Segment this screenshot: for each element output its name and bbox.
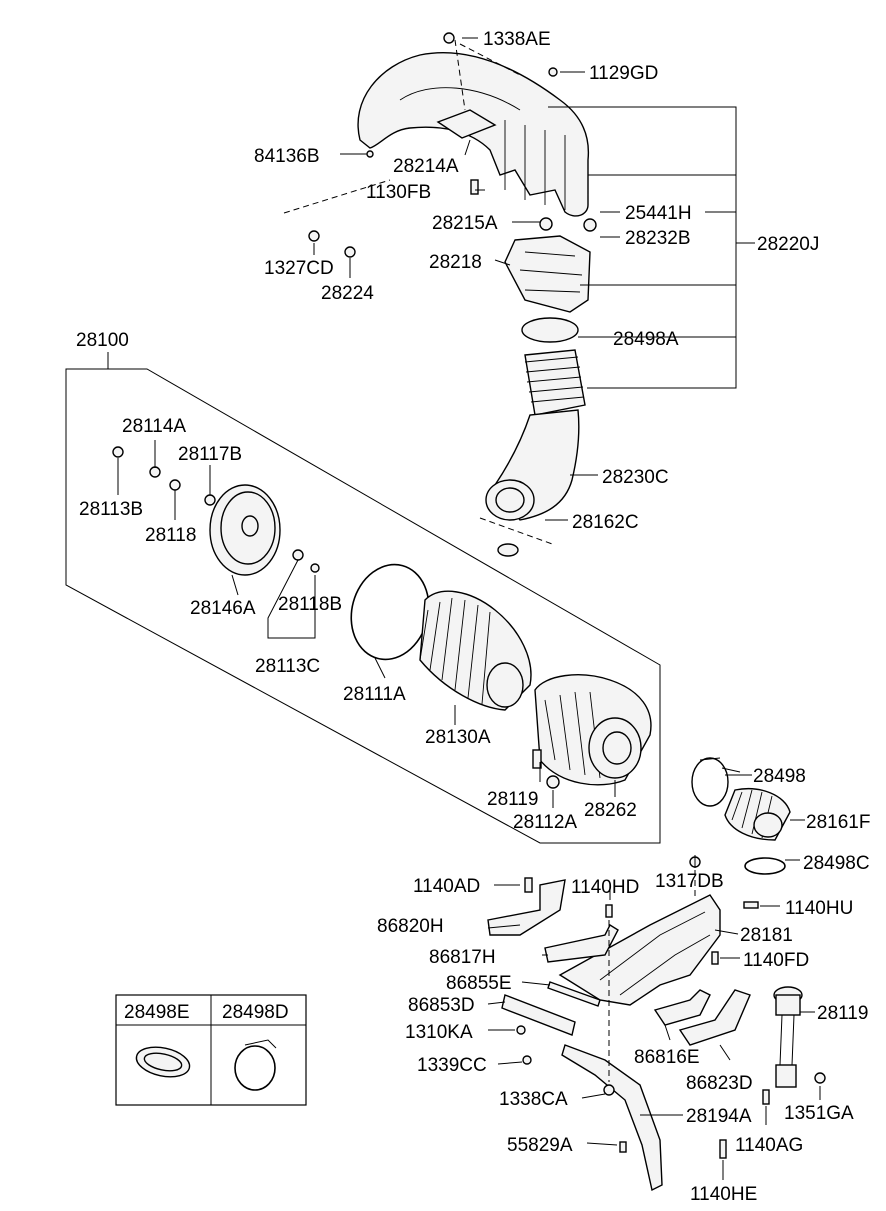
resonator-housing	[504, 235, 591, 313]
label-1140HD: 1140HD	[571, 877, 639, 898]
label-28232B: 28232B	[625, 228, 691, 249]
label-1140HU: 1140HU	[785, 898, 853, 919]
label-1129GD: 1129GD	[589, 63, 658, 84]
cover-28146A	[209, 484, 281, 576]
label-28220J: 28220J	[757, 234, 819, 255]
label-1130FB: 1130FB	[366, 182, 431, 203]
label-28215A: 28215A	[432, 213, 498, 234]
label-28214A: 28214A	[393, 156, 459, 177]
air-cleaner-body-28262	[534, 674, 652, 786]
label-28146A: 28146A	[190, 598, 256, 619]
bracket-86823D	[678, 989, 751, 1046]
filter-fasteners	[532, 749, 560, 789]
leader-lines-top	[313, 37, 755, 521]
label-28130A: 28130A	[425, 727, 491, 748]
label-86853D: 86853D	[408, 995, 475, 1016]
elbow-28230C	[485, 409, 580, 521]
clamp-28498D	[234, 1039, 277, 1091]
filter-element-28130A	[419, 590, 532, 711]
hose-28161F	[724, 788, 791, 841]
label-86823D: 86823D	[686, 1073, 753, 1094]
air-intake-duct	[357, 52, 590, 217]
label-28218: 28218	[429, 252, 482, 273]
label-1140FD: 1140FD	[743, 950, 809, 971]
label-1317DB: 1317DB	[655, 871, 724, 892]
label-28118B: 28118B	[278, 594, 342, 615]
label-28498E: 28498E	[124, 1002, 190, 1023]
label-28181: 28181	[740, 925, 793, 946]
label-28100: 28100	[76, 330, 129, 351]
label-84136B: 84136B	[254, 146, 320, 167]
label-28498A: 28498A	[613, 329, 679, 350]
label-28118: 28118	[145, 525, 196, 546]
label-1327CD: 1327CD	[264, 258, 334, 279]
label-1339CC: 1339CC	[417, 1055, 487, 1076]
bellows-hose	[524, 349, 586, 416]
label-1140AG: 1140AG	[735, 1135, 803, 1156]
air-cleaner-outline	[65, 352, 661, 844]
label-28113C: 28113C	[255, 656, 320, 677]
label-28498C: 28498C	[803, 853, 870, 874]
sensor-28119	[773, 986, 803, 1088]
label-1338AE: 1338AE	[483, 29, 551, 50]
label-28498D: 28498D	[222, 1002, 289, 1023]
label-28114A: 28114A	[122, 416, 186, 437]
bracket-86816E	[653, 989, 711, 1026]
label-28162C: 28162C	[572, 512, 639, 533]
label-1310KA: 1310KA	[405, 1022, 473, 1043]
gasket-28498E	[135, 1046, 191, 1078]
duct-bracket	[436, 109, 497, 139]
label-1140HE: 1140HE	[690, 1184, 757, 1205]
strip-86855E	[547, 981, 601, 1007]
label-25441H: 25441H	[625, 203, 692, 224]
label-86816E: 86816E	[634, 1047, 700, 1068]
label-28119-filter: 28119	[487, 789, 538, 810]
label-28230C: 28230C	[602, 467, 669, 488]
plate-86853D	[501, 994, 576, 1036]
part-labels: 1338AE 1129GD 84136B 28214A 1130FB 25441…	[76, 29, 870, 1205]
small-fasteners-top	[308, 32, 597, 557]
support-28194A	[561, 1044, 663, 1192]
label-28119-sensor: 28119	[817, 1003, 868, 1024]
clamp-28498C	[744, 857, 786, 875]
label-55829A: 55829A	[507, 1135, 573, 1156]
label-28498: 28498	[753, 766, 806, 787]
bracket-28181	[558, 894, 721, 1006]
leader-lines-filter	[117, 440, 616, 808]
bracket-86820H	[487, 879, 566, 936]
label-28194A: 28194A	[686, 1106, 752, 1127]
label-28224: 28224	[321, 283, 374, 304]
label-28262: 28262	[584, 800, 637, 821]
bracket-86817H	[544, 923, 619, 963]
clamp-28498	[691, 757, 741, 807]
label-28113B: 28113B	[79, 499, 143, 520]
bottom-fasteners	[516, 856, 826, 1159]
inset-table	[115, 994, 307, 1106]
label-1338CA: 1338CA	[499, 1089, 568, 1110]
label-28112A: 28112A	[513, 812, 577, 833]
leader-lines-bottom	[487, 855, 821, 1180]
label-28161F: 28161F	[806, 812, 870, 833]
label-1351GA: 1351GA	[784, 1103, 854, 1124]
label-86817H: 86817H	[429, 947, 496, 968]
label-28111A: 28111A	[343, 684, 406, 705]
label-86820H: 86820H	[377, 916, 444, 937]
label-86855E: 86855E	[446, 973, 512, 994]
label-1140AD: 1140AD	[413, 876, 480, 897]
label-28117B: 28117B	[178, 444, 242, 465]
filter-small-parts	[112, 446, 320, 573]
gasket-28498A	[521, 317, 579, 343]
